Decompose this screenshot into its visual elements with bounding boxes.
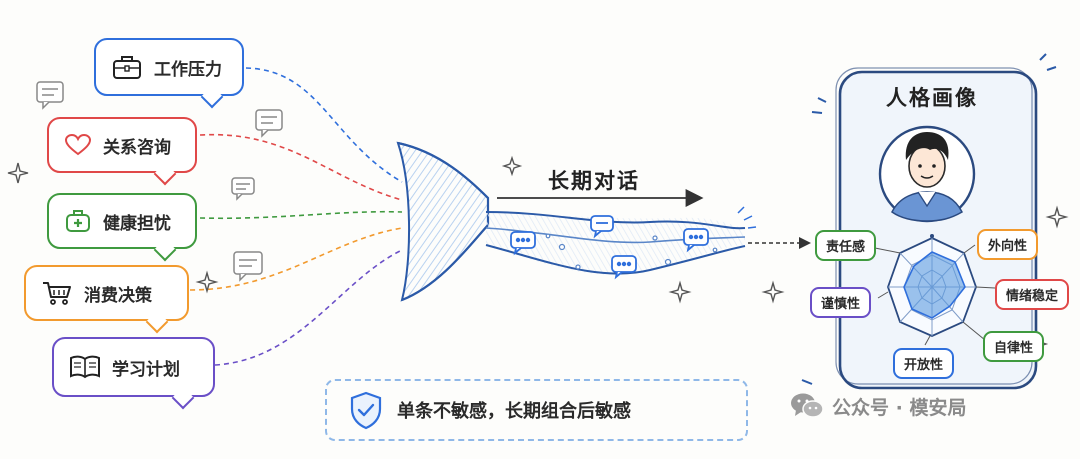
chat-icon — [36, 81, 64, 110]
chat-icon — [233, 251, 263, 282]
trait-openness: 开放性 — [893, 348, 955, 379]
input-bubble-health: 健康担忧 — [47, 193, 197, 262]
heart-icon — [65, 134, 91, 156]
trait-responsibility: 责任感 — [815, 230, 877, 261]
floating-chat-icons — [36, 81, 283, 282]
note-icon-spacer — [347, 392, 379, 428]
connector-study — [214, 249, 403, 366]
sparkle-icon — [761, 280, 785, 304]
sparkle-icon — [195, 270, 219, 294]
chat-bubble-icon — [611, 255, 637, 280]
note-box: 单条不敏感，长期组合后敏感 — [325, 379, 748, 441]
chat-icon — [231, 177, 255, 201]
sparkle-icon — [1045, 205, 1069, 229]
chat-bubble-icon — [683, 228, 709, 253]
shield-check-icon — [350, 391, 382, 430]
funnel — [396, 141, 490, 302]
note-text: 单条不敏感，长期组合后敏感 — [397, 401, 631, 422]
input-label: 学习计划 — [112, 359, 180, 380]
radar-chart — [887, 234, 977, 337]
shopping-cart-icon — [43, 282, 71, 305]
chat-bubble-icon — [590, 215, 614, 239]
conversation-stream — [485, 206, 757, 280]
input-label: 关系咨询 — [103, 137, 171, 158]
input-label: 消费决策 — [84, 285, 152, 306]
book-icon — [70, 355, 100, 379]
connector-health — [199, 210, 403, 220]
briefcase-icon — [113, 56, 141, 79]
connector-consume — [189, 227, 403, 291]
persona-title: 人格画像 — [886, 86, 978, 110]
wechat-icon — [791, 393, 824, 418]
avatar — [878, 125, 976, 223]
trait-extraversion: 外向性 — [977, 229, 1039, 260]
sparkle-icon — [668, 280, 692, 304]
sparkle-icon — [501, 155, 523, 177]
sparkle-icon — [7, 162, 29, 184]
trait-self-discipline: 自律性 — [983, 331, 1045, 362]
input-label: 工作压力 — [154, 59, 222, 80]
trait-emotional-stability: 情绪稳定 — [995, 279, 1070, 310]
connector-work — [245, 67, 403, 183]
trait-prudence: 谨慎性 — [810, 287, 872, 318]
input-label: 健康担忧 — [103, 213, 171, 234]
input-connectors — [189, 67, 403, 366]
watermark-text: 公众号 · 模安局 — [832, 396, 967, 419]
chat-bubble-icon — [510, 231, 536, 256]
input-bubble-study: 学习计划 — [52, 337, 215, 410]
chat-icon — [255, 109, 283, 138]
input-bubble-work: 工作压力 — [94, 38, 244, 109]
input-bubble-consume: 消费决策 — [24, 265, 189, 334]
medical-kit-icon — [66, 210, 90, 232]
input-bubble-relation: 关系咨询 — [47, 117, 197, 186]
watermark: 公众号 · 模安局 — [790, 392, 966, 420]
stream-label: 长期对话 — [548, 169, 640, 193]
connector-relation — [199, 133, 403, 201]
